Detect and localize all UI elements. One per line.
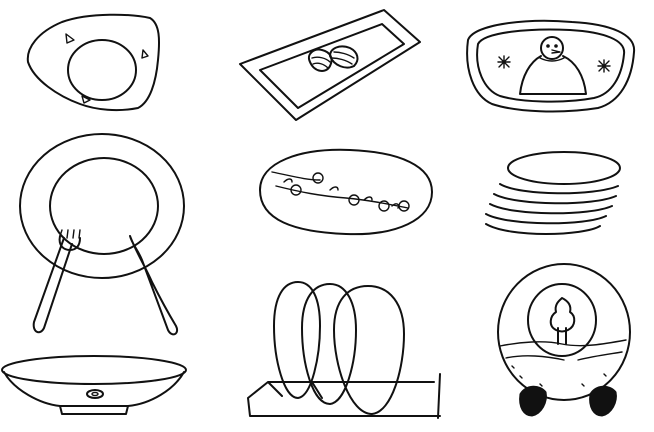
oval-platter-with-flower-vine-icon xyxy=(259,148,433,236)
plates-in-dish-rack-icon xyxy=(247,281,441,419)
dinner-plate-with-fork-and-knife-icon xyxy=(19,133,185,336)
rectangular-tray-with-shells-icon xyxy=(239,9,421,121)
stacked-plates-icon xyxy=(485,151,621,235)
plate-with-tree-landscape-on-stand-icon xyxy=(497,263,631,417)
round-tin-with-snowman-icon xyxy=(466,19,636,113)
shallow-bowl-side-view-icon xyxy=(1,355,187,415)
triangular-plate-icon xyxy=(26,13,160,112)
